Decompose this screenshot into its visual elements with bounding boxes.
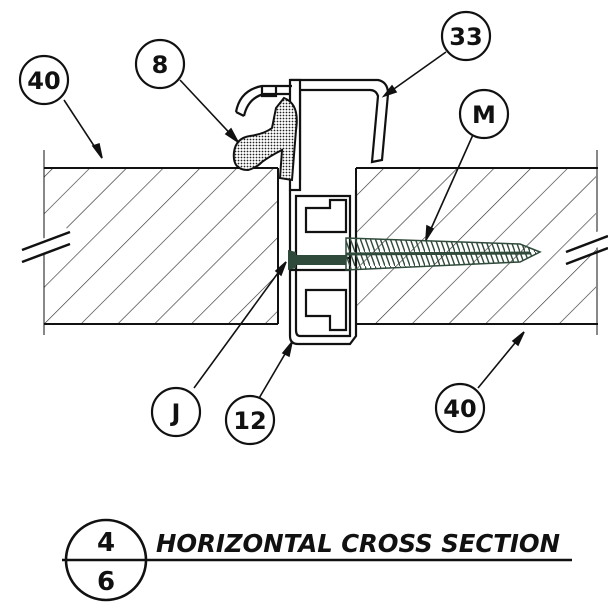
break-symbol-left: [19, 226, 73, 264]
drawing-title: HORIZONTAL CROSS SECTION: [156, 529, 560, 558]
svg-text:M: M: [472, 101, 496, 129]
callout-8: 8: [134, 38, 186, 90]
sheet-number: 6: [97, 567, 115, 597]
svg-text:40: 40: [443, 395, 476, 423]
callout-40-right: 40: [434, 382, 486, 434]
callout-12: 12: [224, 394, 276, 446]
svg-text:8: 8: [152, 51, 169, 79]
screw: [288, 237, 542, 271]
detail-marker: 4 6: [62, 518, 150, 602]
break-symbol-right: [565, 228, 608, 266]
svg-text:33: 33: [449, 23, 482, 51]
detail-number: 4: [97, 528, 115, 558]
leader-lines: [63, 51, 525, 401]
callout-33: 33: [440, 10, 492, 62]
callout-40-left: 40: [18, 54, 70, 106]
callout-j: J: [150, 386, 202, 438]
svg-text:12: 12: [233, 407, 266, 435]
callout-m: M: [458, 88, 510, 140]
seal-gasket: [232, 96, 298, 182]
svg-text:J: J: [170, 399, 181, 427]
cover-trim: [234, 84, 292, 117]
left-wall-slab: [43, 150, 279, 335]
svg-text:40: 40: [27, 67, 60, 95]
